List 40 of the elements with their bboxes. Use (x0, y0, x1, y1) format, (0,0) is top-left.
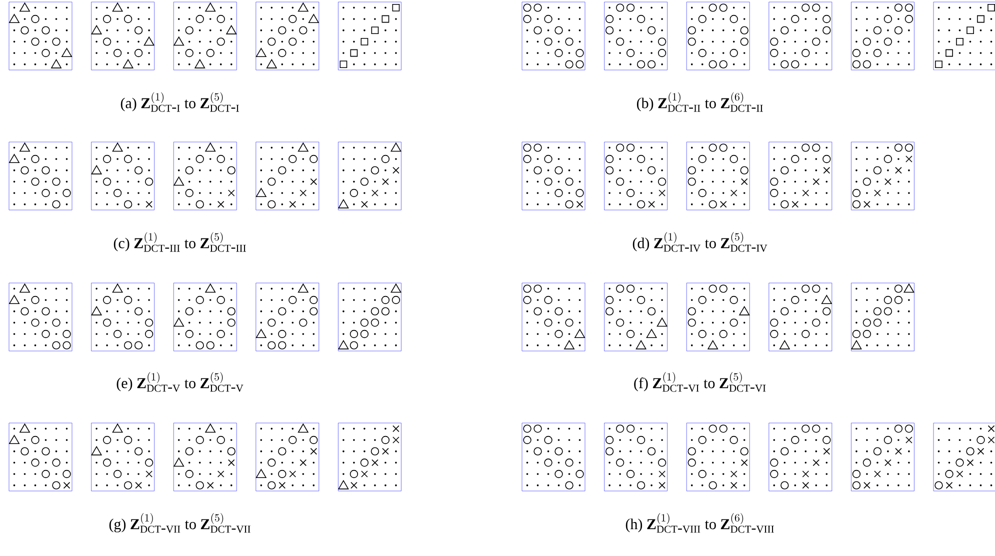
label: (d) (632, 238, 650, 252)
label: $\mathbf{Z}^{(1)}_{\mathrm{DCT\mbox{-}V}}$ (137, 372, 180, 392)
caption: (f) $\mathbf{Z}^{(1)}_{\mathrm{DCT\mbox{-}VI}}$ to $\mathbf{Z}^{(5)}_{\mathrm{DCT\mbox{-}VI}}$ (634, 372, 766, 392)
label: to (184, 520, 196, 530)
label: $\mathbf{Z}^{(1)}_{\mathrm{DCT\mbox{-}IV}}$ (654, 232, 700, 252)
label: (a) (120, 98, 136, 112)
label: to (184, 240, 196, 248)
label: $\mathbf{Z}^{(5)}_{\mathrm{DCT\mbox{-}VI}}$ (720, 372, 766, 392)
label: $\mathbf{Z}^{(1)}_{\mathrm{DCT\mbox{-}VIII}}$ (647, 513, 700, 533)
label: (b) (636, 98, 654, 112)
label: $\mathbf{Z}^{(5)}_{\mathrm{DCT\mbox{-}III}}$ (200, 232, 246, 252)
label: to (704, 240, 716, 248)
label: $\mathbf{Z}^{(1)}_{\mathrm{DCT\mbox{-}I}}$ (141, 92, 180, 112)
label: $\mathbf{Z}^{(6)}_{\mathrm{DCT\mbox{-}II}}$ (720, 92, 763, 112)
label: $\mathbf{Z}^{(5)}_{\mathrm{DCT\mbox{-}I}}$ (200, 92, 239, 112)
label: to (704, 520, 716, 530)
label: to (704, 100, 716, 108)
label: to (704, 380, 715, 388)
label: $\mathbf{Z}^{(5)}_{\mathrm{DCT\mbox{-}V}}$ (200, 372, 244, 392)
caption: (b) $\mathbf{Z}^{(1)}_{\mathrm{DCT\mbox{-}II}}$ to $\mathbf{Z}^{(6)}_{\mathrm{DCT\mbox{-}II}}$ (636, 92, 763, 112)
caption: (d) $\mathbf{Z}^{(1)}_{\mathrm{DCT\mbox{-}IV}}$ to $\mathbf{Z}^{(5)}_{\mathrm{DCT\mbox{-}IV}}$ (632, 232, 768, 252)
caption: (c) $\mathbf{Z}^{(1)}_{\mathrm{DCT\mbox{-}III}}$ to $\mathbf{Z}^{(5)}_{\mathrm{DCT\mbox{-}III}}$ (114, 232, 246, 252)
label: (f) (634, 378, 648, 392)
label: $\mathbf{Z}^{(5)}_{\mathrm{DCT\mbox{-}VII}}$ (200, 513, 250, 533)
label: (e) (116, 378, 132, 392)
label: $\mathbf{Z}^{(1)}_{\mathrm{DCT\mbox{-}VI}}$ (652, 372, 699, 392)
label: $\mathbf{Z}^{(5)}_{\mathrm{DCT\mbox{-}IV}}$ (720, 232, 768, 252)
label: (c) (114, 238, 130, 252)
caption: (e) $\mathbf{Z}^{(1)}_{\mathrm{DCT\mbox{-}V}}$ to $\mathbf{Z}^{(5)}_{\mathrm{DCT\mbox{-}V}}$ (116, 372, 244, 392)
label: $\mathbf{Z}^{(6)}_{\mathrm{DCT\mbox{-}VIII}}$ (720, 513, 774, 533)
caption: (g) $\mathbf{Z}^{(1)}_{\mathrm{DCT\mbox{-}VII}}$ to $\mathbf{Z}^{(5)}_{\mathrm{DCT\mbox{-}VII}}$ (109, 513, 250, 533)
caption: (a) $\mathbf{Z}^{(1)}_{\mathrm{DCT\mbox{-}I}}$ to $\mathbf{Z}^{(5)}_{\mathrm{DCT\mbox{-}I}}$ (120, 92, 239, 112)
label: (h) (626, 518, 642, 532)
label: (g) (109, 518, 126, 532)
label: $\mathbf{Z}^{(1)}_{\mathrm{DCT\mbox{-}III}}$ (134, 232, 180, 252)
label: $\mathbf{Z}^{(1)}_{\mathrm{DCT\mbox{-}VII}}$ (130, 513, 180, 533)
label: to (184, 100, 196, 108)
label: to (184, 380, 196, 388)
label: $\mathbf{Z}^{(1)}_{\mathrm{DCT\mbox{-}II}}$ (658, 92, 700, 112)
caption: (h) $\mathbf{Z}^{(1)}_{\mathrm{DCT\mbox{-}VIII}}$ to $\mathbf{Z}^{(6)}_{\mathrm{DCT\mbox{-}VIII}}$ (626, 513, 774, 533)
